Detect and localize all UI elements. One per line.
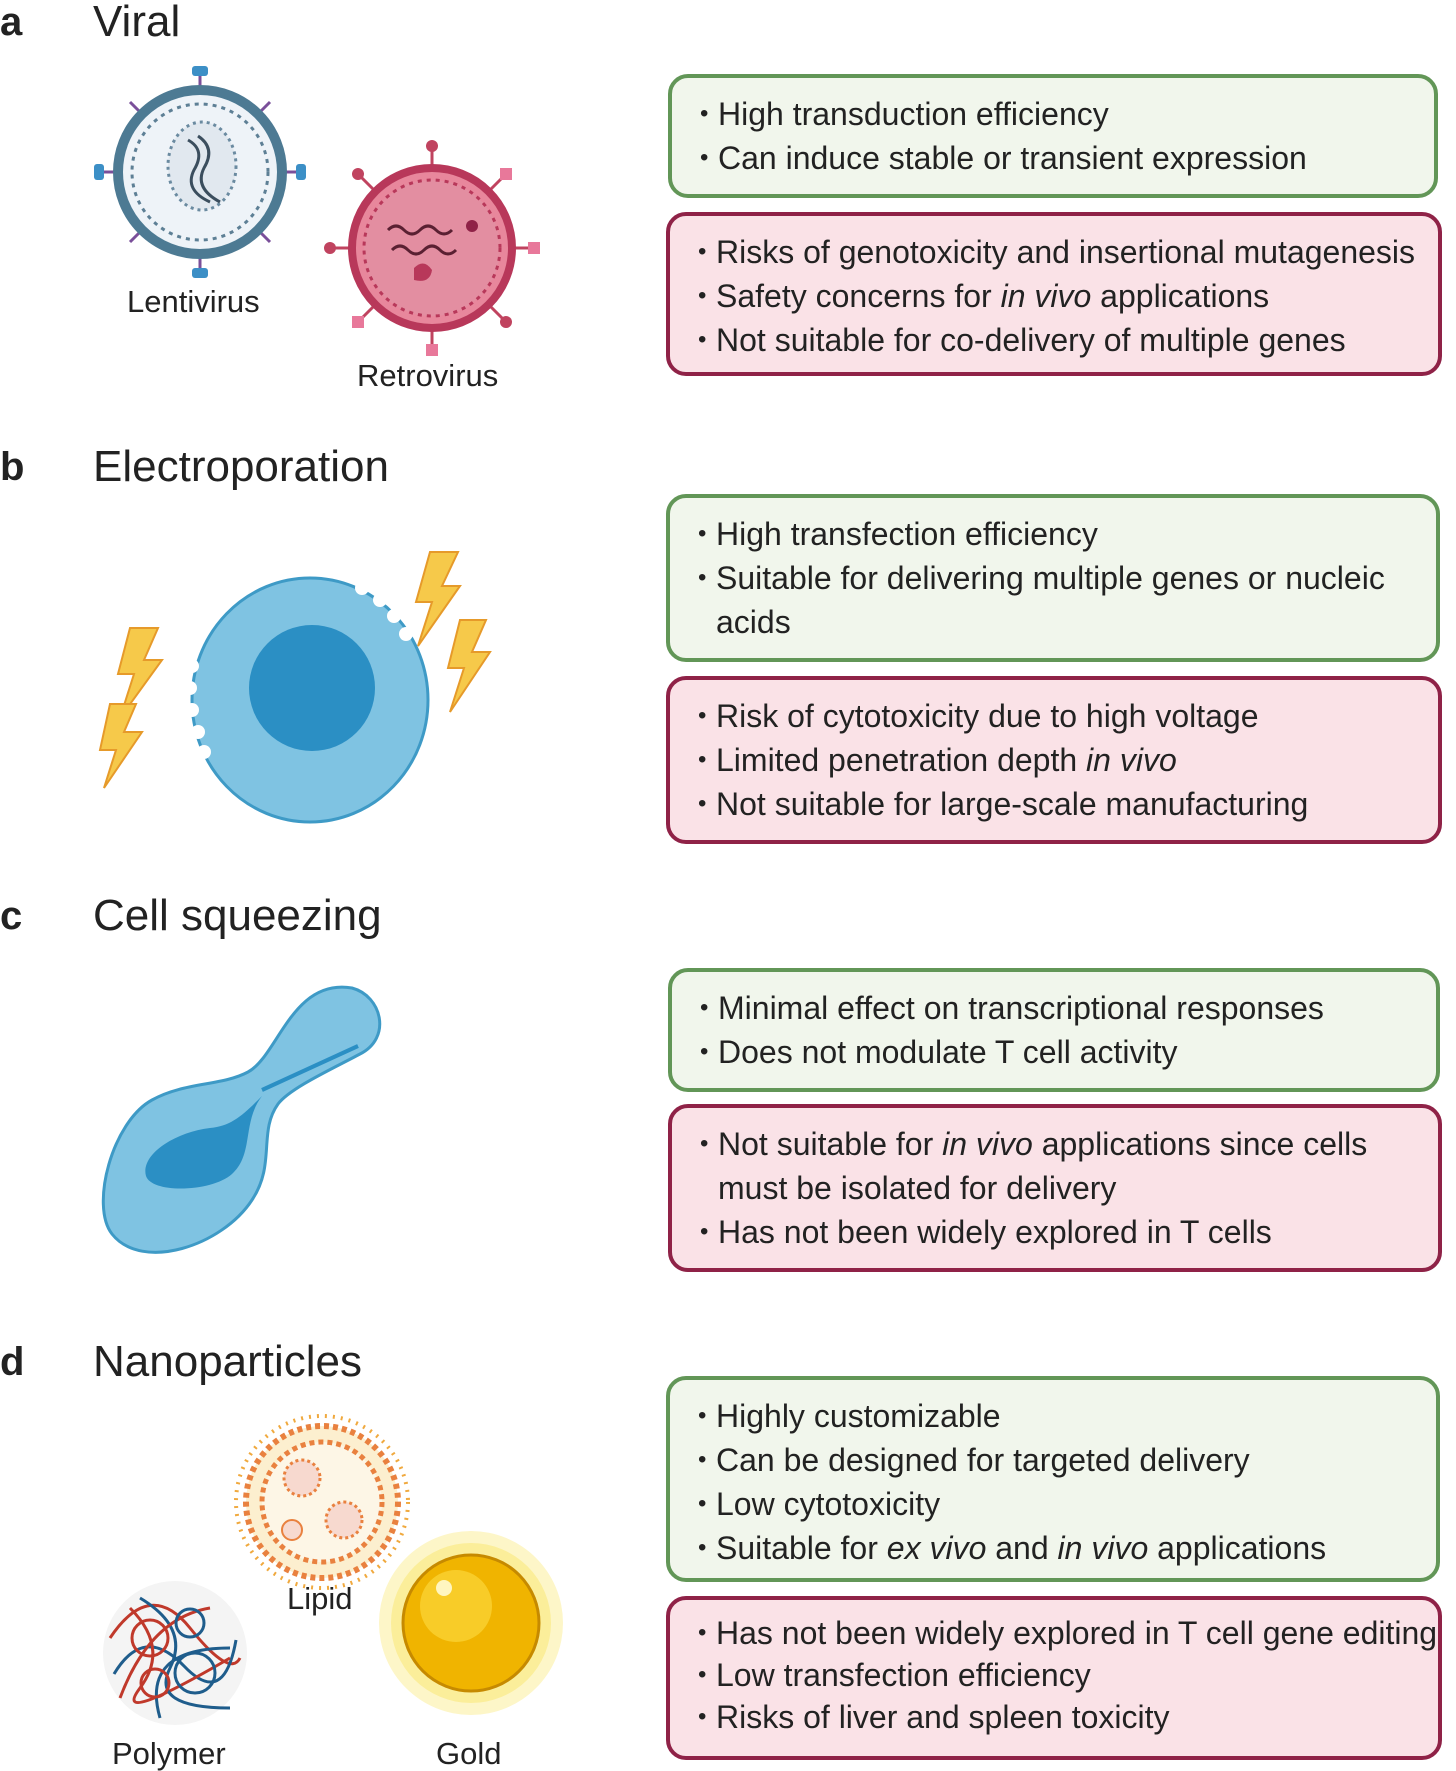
gold-nanoparticle-icon: [379, 1531, 563, 1715]
nanoparticles-pros-list: Highly customizableCan be designed for t…: [698, 1394, 1416, 1570]
bullet-item: Suitable for ex vivo and in vivo applica…: [698, 1526, 1416, 1570]
bullet-text: Has not been widely explored in T cells: [718, 1214, 1272, 1250]
lipid-nanoparticle-icon: [234, 1414, 410, 1590]
label-lentivirus: Lentivirus: [127, 284, 260, 319]
bullet-item: Can be designed for targeted delivery: [698, 1438, 1416, 1482]
bullet-item: Safety concerns for in vivo applications: [698, 274, 1418, 318]
electroporation-cons-box: Risk of cytotoxicity due to high voltage…: [666, 676, 1442, 844]
italic-text: in vivo: [942, 1126, 1033, 1162]
bullet-text: Low transfection efficiency: [716, 1657, 1091, 1693]
bullet-item: Highly customizable: [698, 1394, 1416, 1438]
panel-title-cell-squeezing: Cell squeezing: [93, 891, 382, 940]
bullet-text: Highly customizable: [716, 1398, 1001, 1434]
nanoparticles-pros-box: Highly customizableCan be designed for t…: [666, 1376, 1440, 1582]
italic-text: in vivo: [1086, 742, 1177, 778]
bullet-text: Risk of cytotoxicity due to high voltage: [716, 698, 1259, 734]
nanoparticles-cons-list: Has not been widely explored in T cell g…: [698, 1612, 1437, 1738]
electroporation-pro-item: Suitable for delivering multiple genes o…: [698, 556, 1416, 644]
lightning-bolt-icon: [98, 551, 492, 789]
viral-pros-box: High transduction efficiency Can induce …: [668, 74, 1438, 198]
electroporation-pros-box: High transfection efficiency Suitable fo…: [666, 494, 1440, 662]
bullet-text: applications since cells must be isolate…: [718, 1126, 1368, 1206]
viral-pro-item: Can induce stable or transient expressio…: [700, 136, 1414, 180]
cell-squeezing-cons-box: Not suitable for in vivo applications si…: [668, 1104, 1442, 1272]
bullet-item: Not suitable for co-delivery of multiple…: [698, 318, 1418, 362]
viral-pro-item: High transduction efficiency: [700, 92, 1414, 136]
bullet-item: Has not been widely explored in T cells: [700, 1210, 1418, 1254]
label-polymer: Polymer: [112, 1736, 226, 1771]
bullet-item: Not suitable for in vivo applications si…: [700, 1122, 1418, 1210]
polymer-nanoparticle-icon: [103, 1581, 247, 1725]
bullet-text: Has not been widely explored in T cell g…: [716, 1615, 1438, 1651]
bullet-item: Risks of liver and spleen toxicity: [698, 1696, 1418, 1738]
cell-icon: [98, 551, 492, 824]
bullet-text: Safety concerns for: [716, 278, 1001, 314]
bullet-item: Not suitable for large-scale manufacturi…: [698, 782, 1418, 826]
panel-letter-d: d: [0, 1340, 25, 1384]
bullet-text: applications: [1091, 278, 1270, 314]
cell-squeezing-pros-list: Minimal effect on transcriptional respon…: [700, 986, 1416, 1074]
cell-squeezing-pros-box: Minimal effect on transcriptional respon…: [668, 968, 1440, 1092]
bullet-item: Risk of cytotoxicity due to high voltage: [698, 694, 1418, 738]
label-retrovirus: Retrovirus: [357, 358, 499, 393]
bullet-text: and: [986, 1530, 1058, 1566]
cell-squeezing-pro-item: Minimal effect on transcriptional respon…: [700, 986, 1416, 1030]
panel-letter-a: a: [0, 0, 23, 44]
bullet-text: Not suitable for: [718, 1126, 943, 1162]
viral-cons-box: Risks of genotoxicity and insertional mu…: [666, 212, 1442, 376]
squeezed-cell-icon: [101, 985, 382, 1254]
bullet-item: Risks of genotoxicity and insertional mu…: [698, 230, 1418, 274]
bullet-item: Has not been widely explored in T cell g…: [698, 1612, 1437, 1654]
label-lipid: Lipid: [287, 1581, 353, 1616]
bullet-text: Can be designed for targeted delivery: [716, 1442, 1250, 1478]
bullet-text: Risks of genotoxicity and insertional mu…: [716, 234, 1416, 270]
retrovirus-icon: [324, 140, 540, 356]
bullet-item: Low transfection efficiency: [698, 1654, 1418, 1696]
bullet-text: Risks of liver and spleen toxicity: [716, 1699, 1170, 1735]
viral-pros-list: High transduction efficiency Can induce …: [700, 92, 1414, 180]
cell-squeezing-cons-list: Not suitable for in vivo applications si…: [700, 1122, 1418, 1254]
cell-squeezing-pro-item: Does not modulate T cell activity: [700, 1030, 1416, 1074]
italic-text: in vivo: [1000, 278, 1092, 314]
electroporation-pros-list: High transfection efficiency Suitable fo…: [698, 512, 1416, 644]
bullet-text: Not suitable for large-scale manufacturi…: [716, 786, 1309, 822]
electroporation-pro-item: High transfection efficiency: [698, 512, 1416, 556]
viral-cons-list: Risks of genotoxicity and insertional mu…: [698, 230, 1418, 362]
bullet-item: Limited penetration depth in vivo: [698, 738, 1418, 782]
bullet-text: applications: [1148, 1530, 1327, 1566]
bullet-text: Limited penetration depth: [716, 742, 1087, 778]
italic-text: ex vivo: [886, 1530, 987, 1566]
lentivirus-icon: [94, 66, 306, 278]
panel-title-nanoparticles: Nanoparticles: [93, 1337, 363, 1386]
bullet-text: Not suitable for co-delivery of multiple…: [716, 322, 1346, 358]
bullet-text: Suitable for: [716, 1530, 887, 1566]
electroporation-cons-list: Risk of cytotoxicity due to high voltage…: [698, 694, 1418, 826]
label-gold: Gold: [436, 1736, 502, 1771]
italic-text: in vivo: [1057, 1530, 1149, 1566]
panel-title-viral: Viral: [93, 0, 181, 46]
bullet-text: Low cytotoxicity: [716, 1486, 941, 1522]
panel-title-electroporation: Electroporation: [93, 442, 389, 491]
bullet-item: Low cytotoxicity: [698, 1482, 1416, 1526]
nanoparticles-cons-box: Has not been widely explored in T cell g…: [666, 1596, 1442, 1760]
panel-letter-c: c: [0, 894, 23, 938]
panel-letter-b: b: [0, 445, 25, 489]
